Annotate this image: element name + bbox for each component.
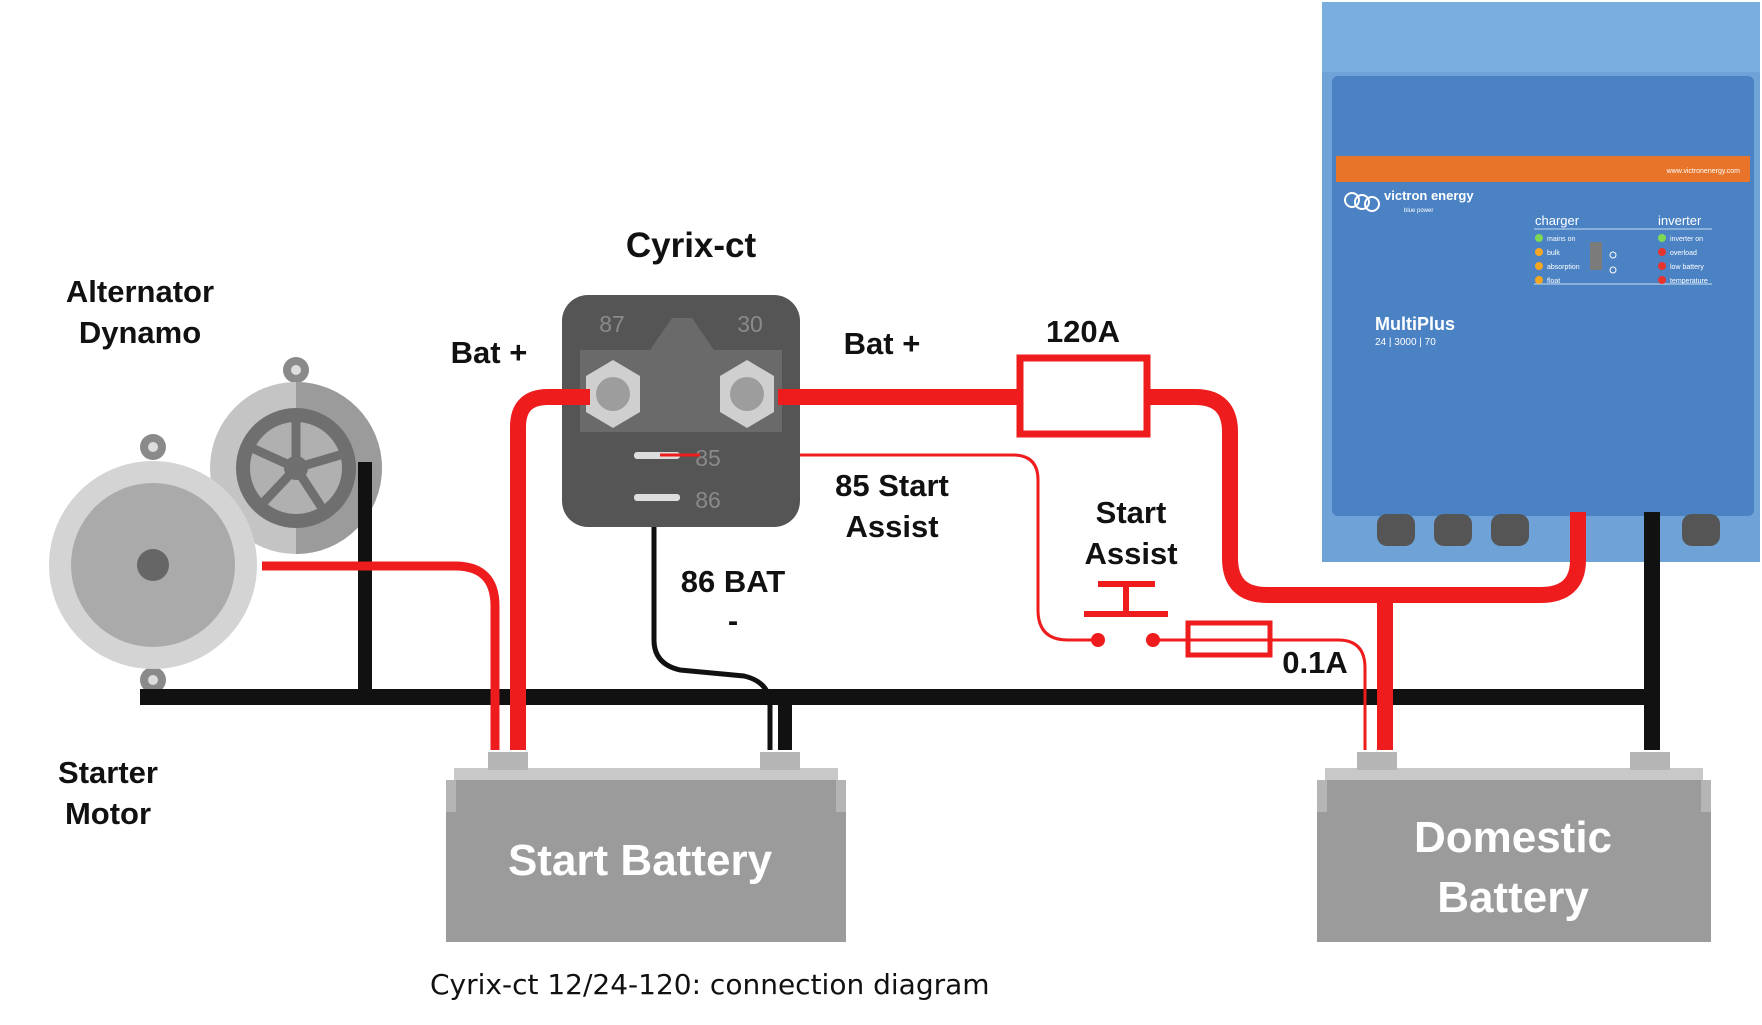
starter-label-line2: Motor bbox=[65, 796, 151, 831]
start-battery-positive-wire bbox=[510, 389, 590, 750]
inverter-led bbox=[1658, 276, 1666, 284]
inverter-orange-band bbox=[1336, 156, 1750, 182]
alternator-label-line2: Dynamo bbox=[79, 315, 201, 350]
terminal-85-label: 85 bbox=[695, 445, 721, 471]
start-assist-label-line2: Assist bbox=[1084, 536, 1177, 571]
inverter-heading: inverter bbox=[1658, 213, 1702, 228]
terminal-87-stud bbox=[586, 360, 640, 428]
inverter-led-label: inverter on bbox=[1670, 236, 1703, 243]
fuse-120a-label: 120A bbox=[1046, 314, 1120, 349]
charger-led bbox=[1535, 276, 1543, 284]
inverter-model: MultiPlus bbox=[1375, 314, 1455, 334]
charger-led-label: bulk bbox=[1547, 250, 1560, 257]
start-battery: Start Battery bbox=[446, 752, 846, 942]
start-assist-85-label-line2: Assist bbox=[845, 509, 938, 544]
inverter-led-list: inverter on overload low battery temperatur… bbox=[1658, 234, 1708, 285]
charger-heading: charger bbox=[1535, 213, 1580, 228]
multiplus-inverter: www.victronenergy.com victron energy blu… bbox=[1322, 2, 1760, 562]
domestic-battery-label-line1: Domestic bbox=[1414, 813, 1612, 862]
start-battery-label: Start Battery bbox=[508, 836, 773, 885]
bat86-label-line2: - bbox=[728, 603, 738, 638]
start-assist-85-label-line1: 85 Start bbox=[835, 468, 949, 503]
inverter-url: www.victronenergy.com bbox=[1666, 168, 1741, 175]
inverter-led bbox=[1658, 234, 1666, 242]
inverter-led-label: temperature bbox=[1670, 278, 1708, 285]
start-assist-fuse-wire bbox=[1153, 638, 1367, 750]
alternator-positive-wire bbox=[262, 561, 500, 750]
inverter-led-label: low battery bbox=[1670, 264, 1704, 271]
fuse-0-1a-label: 0.1A bbox=[1282, 645, 1347, 680]
inverter-led bbox=[1658, 248, 1666, 256]
domestic-battery-label-line2: Battery bbox=[1437, 873, 1589, 922]
domestic-battery: Domestic Battery bbox=[1317, 752, 1711, 942]
bat86-label-line1: 86 BAT bbox=[681, 564, 786, 599]
alternator bbox=[210, 357, 382, 554]
terminal-30-label: 30 bbox=[737, 311, 763, 337]
bat-plus-right-label: Bat + bbox=[844, 326, 921, 361]
alternator-label-line1: Alternator bbox=[66, 274, 214, 309]
charger-led bbox=[1535, 262, 1543, 270]
cyrix-relay: 87 30 85 86 bbox=[562, 295, 800, 527]
charger-led-label: absorption bbox=[1547, 264, 1580, 271]
start-assist-button[interactable] bbox=[1084, 581, 1168, 647]
start-assist-label-line1: Start bbox=[1096, 495, 1167, 530]
inverter-model-sub: 24 | 3000 | 70 bbox=[1375, 337, 1436, 348]
starter-label-line1: Starter bbox=[58, 755, 158, 790]
relay-85-wire bbox=[660, 453, 1098, 642]
inverter-led bbox=[1658, 262, 1666, 270]
domestic-positive-wire bbox=[778, 389, 1586, 603]
diagram-caption: Cyrix-ct 12/24-120: connection diagram bbox=[430, 968, 990, 1001]
inverter-brand: victron energy bbox=[1384, 188, 1474, 203]
victron-logo-icon bbox=[1344, 192, 1380, 212]
terminal-30-stud bbox=[720, 360, 774, 428]
charger-led-label: mains on bbox=[1547, 236, 1576, 243]
inverter-brand-sub: blue power bbox=[1404, 208, 1433, 214]
relay-86-wire bbox=[651, 497, 773, 750]
charger-led bbox=[1535, 234, 1543, 242]
power-switch[interactable] bbox=[1590, 242, 1602, 270]
terminal-86-label: 86 bbox=[695, 487, 721, 513]
starter-motor bbox=[49, 434, 257, 693]
fuse-120a bbox=[1016, 354, 1151, 438]
charger-led-list: mains on bulk absorption float bbox=[1535, 234, 1580, 285]
inverter-led-label: overload bbox=[1670, 250, 1697, 257]
diagram-title: Cyrix-ct bbox=[626, 226, 757, 265]
charger-led-label: float bbox=[1547, 278, 1560, 285]
charger-led bbox=[1535, 248, 1543, 256]
bat-plus-left-label: Bat + bbox=[451, 335, 528, 370]
terminal-87-label: 87 bbox=[599, 311, 625, 337]
